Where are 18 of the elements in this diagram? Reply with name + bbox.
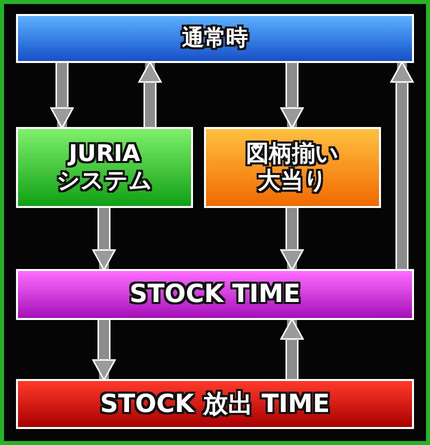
state-label: 図柄揃い大当り xyxy=(245,141,340,194)
state-box xyxy=(16,269,414,320)
state-label: 通常時 xyxy=(182,26,248,52)
arrow xyxy=(390,61,414,269)
state-box xyxy=(16,127,193,208)
arrow xyxy=(92,208,116,271)
state-box xyxy=(16,379,414,429)
state-box xyxy=(204,127,381,208)
arrow xyxy=(280,63,304,129)
state-label: JURIA システム xyxy=(56,141,154,194)
arrow xyxy=(138,61,162,127)
arrow xyxy=(92,320,116,381)
arrow xyxy=(50,63,74,129)
arrow xyxy=(280,208,304,271)
arrow xyxy=(280,318,304,379)
state-label: STOCK TIME xyxy=(129,280,301,309)
state-box xyxy=(16,14,414,63)
state-label: STOCK 放出 TIME xyxy=(100,390,330,418)
